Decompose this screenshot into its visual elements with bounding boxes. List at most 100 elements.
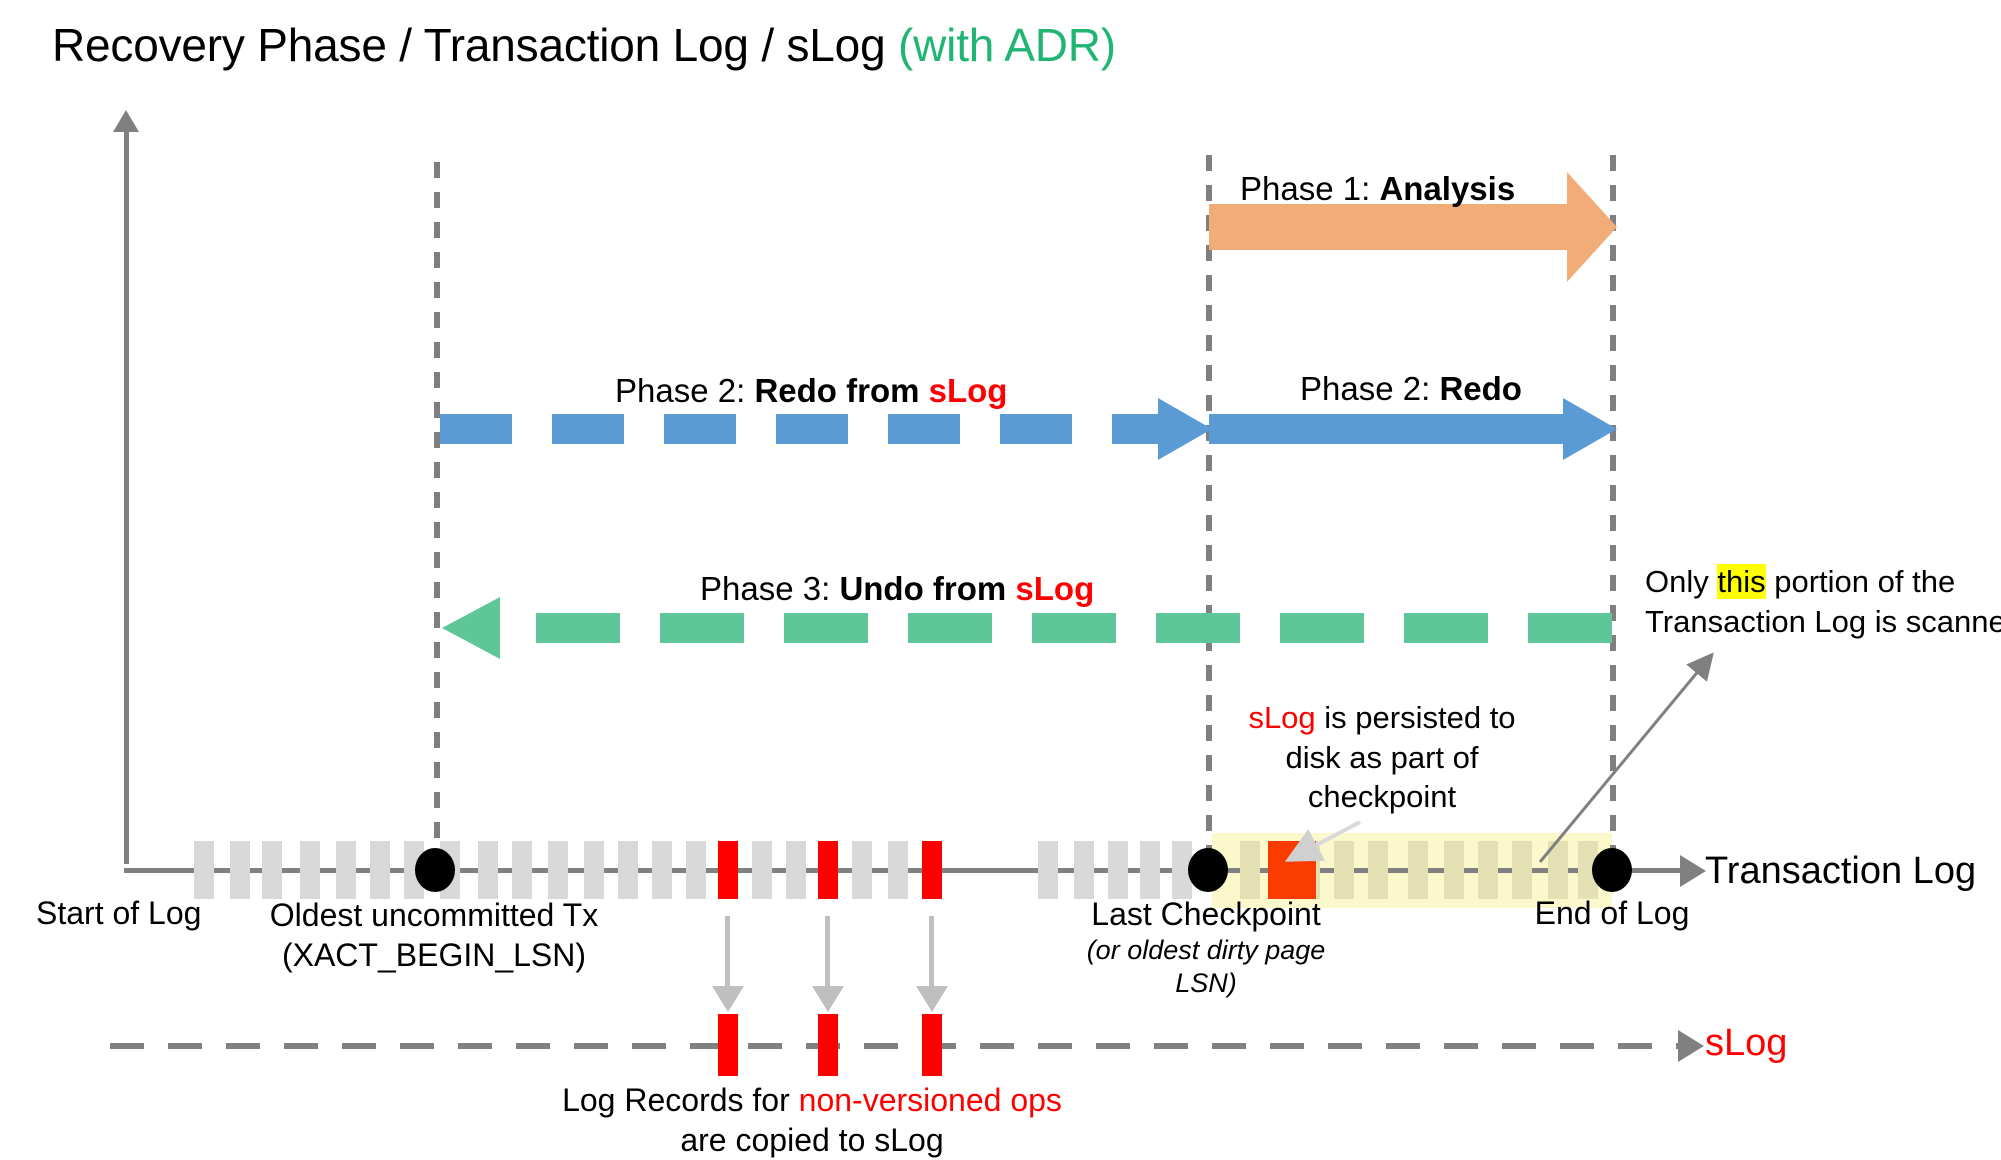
log-record-scanned	[1478, 841, 1498, 899]
log-record-scanned	[1408, 841, 1428, 899]
slog-axis-line	[110, 1043, 1682, 1049]
slog-record-nonversioned	[818, 1014, 838, 1076]
label-copied-line2: are copied to sLog	[680, 1122, 944, 1158]
log-record-nonversioned	[818, 841, 838, 899]
phase2-name: Redo	[1439, 370, 1522, 407]
log-record	[786, 841, 806, 899]
log-record-scanned	[1512, 841, 1532, 899]
marker-dot-oldest-uncommitted-tx	[415, 848, 455, 892]
phase2-slog-name: Redo from	[754, 372, 929, 409]
log-record	[478, 841, 498, 899]
annotation-persist-line3: checkpoint	[1307, 779, 1457, 815]
log-record	[652, 841, 672, 899]
phase2-redo-arrowhead	[1563, 398, 1617, 460]
log-record	[300, 841, 320, 899]
annotation-scan-highlight-word: this	[1717, 564, 1766, 599]
slog-arrowhead	[1678, 1030, 1704, 1062]
phase2-redo-arrow-bar	[1209, 414, 1565, 444]
label-last-checkpoint-sub: (or oldest dirty page LSN)	[1086, 935, 1326, 998]
log-record	[336, 841, 356, 899]
guide-line-last-checkpoint	[1206, 155, 1212, 877]
log-record	[262, 841, 282, 899]
log-record	[1140, 841, 1160, 899]
log-record	[618, 841, 638, 899]
copy-arrow-head	[916, 986, 948, 1012]
copy-arrow-line	[929, 916, 934, 990]
phase2-slog-prefix: Phase 2:	[615, 372, 755, 409]
log-record	[370, 841, 390, 899]
page-title-accent: (with ADR)	[898, 19, 1116, 71]
phase3-undo-from-slog-arrowhead	[442, 597, 500, 659]
annotation-scanned-portion: Only this portion of the Transaction Log…	[1645, 562, 2001, 643]
annotation-scan-post: portion of the	[1765, 564, 1956, 599]
phase2-redo-label: Phase 2: Redo	[1300, 370, 1522, 408]
annotation-persist-line2: disk as part of	[1285, 739, 1479, 775]
copy-arrow-line	[825, 916, 830, 990]
annotation-scan-line2: Transaction Log is scanned.	[1645, 604, 2001, 640]
phase2-redo-from-slog-arrowhead	[1158, 398, 1212, 460]
phase1-name: Analysis	[1379, 170, 1516, 207]
annotation-slog-persisted-to-disk: sLog is persisted to disk as part of che…	[1248, 698, 1515, 817]
log-record	[752, 841, 772, 899]
phase3-prefix: Phase 3:	[700, 570, 840, 607]
log-record	[1108, 841, 1128, 899]
log-record-scanned	[1334, 841, 1354, 899]
label-end-of-log: End of Log	[1534, 895, 1690, 931]
label-last-checkpoint-main: Last Checkpoint	[1091, 896, 1321, 932]
label-last-checkpoint: Last Checkpoint (or oldest dirty page LS…	[1056, 895, 1356, 1000]
log-record-nonversioned	[718, 841, 738, 899]
log-record	[686, 841, 706, 899]
phase1-analysis-arrowhead	[1567, 172, 1617, 282]
phase3-name: Undo from	[839, 570, 1016, 607]
phase3-undo-from-slog-arrow-bar	[500, 613, 1612, 643]
log-record	[852, 841, 872, 899]
log-record-scanned	[1444, 841, 1464, 899]
log-record	[584, 841, 604, 899]
label-copied-to-slog: Log Records for non-versioned ops are co…	[562, 1080, 1062, 1160]
label-transaction-log-axis: Transaction Log	[1705, 850, 1977, 892]
page-title: Recovery Phase / Transaction Log / sLog …	[52, 18, 1116, 72]
log-record	[512, 841, 532, 899]
label-oldest-uncommitted-tx-sub: (XACT_BEGIN_LSN)	[281, 937, 587, 973]
log-record	[1172, 841, 1192, 899]
phase1-prefix: Phase 1:	[1240, 170, 1380, 207]
label-slog-axis: sLog	[1705, 1022, 1788, 1064]
label-copied-nonversioned: non-versioned ops	[798, 1082, 1062, 1118]
log-record	[194, 841, 214, 899]
phase3-undo-from-slog-label: Phase 3: Undo from sLog	[700, 570, 1094, 608]
log-record	[888, 841, 908, 899]
copy-arrow-head	[812, 986, 844, 1012]
annotation-scan-pre: Only	[1645, 564, 1718, 599]
guide-line-oldest-uncommitted-tx	[434, 162, 440, 874]
marker-dot-last-checkpoint	[1188, 848, 1228, 892]
phase3-slog-source: sLog	[1015, 570, 1095, 607]
vertical-axis	[124, 124, 129, 864]
label-copied-pre: Log Records for	[562, 1082, 799, 1118]
log-record	[1038, 841, 1058, 899]
page-title-main: Recovery Phase / Transaction Log / sLog	[52, 19, 899, 71]
log-record	[230, 841, 250, 899]
log-record-checkpoint	[1268, 841, 1316, 899]
transaction-log-arrowhead	[1680, 855, 1706, 887]
phase2-redo-from-slog-arrow-bar	[440, 414, 1160, 444]
log-record-scanned	[1548, 841, 1568, 899]
label-start-of-log: Start of Log	[36, 895, 202, 931]
vertical-axis-arrowhead	[113, 110, 139, 132]
phase2-slog-source: sLog	[928, 372, 1008, 409]
label-oldest-uncommitted-tx: Oldest uncommitted Tx (XACT_BEGIN_LSN)	[270, 895, 598, 975]
copy-arrow-line	[725, 916, 730, 990]
slog-record-nonversioned	[922, 1014, 942, 1076]
phase1-analysis-label: Phase 1: Analysis	[1240, 170, 1515, 208]
copy-arrow-head	[712, 986, 744, 1012]
log-record-scanned	[1240, 841, 1260, 899]
log-record-scanned	[1368, 841, 1388, 899]
log-record	[548, 841, 568, 899]
label-oldest-uncommitted-tx-main: Oldest uncommitted Tx	[269, 897, 599, 933]
annotation-persist-slog-word: sLog	[1248, 700, 1316, 735]
phase2-redo-from-slog-label: Phase 2: Redo from sLog	[615, 372, 1007, 410]
annotation-persist-line1: is persisted to	[1315, 700, 1516, 735]
log-record-nonversioned	[922, 841, 942, 899]
slog-record-nonversioned	[718, 1014, 738, 1076]
log-record	[1074, 841, 1094, 899]
guide-line-end-of-log	[1610, 155, 1616, 877]
